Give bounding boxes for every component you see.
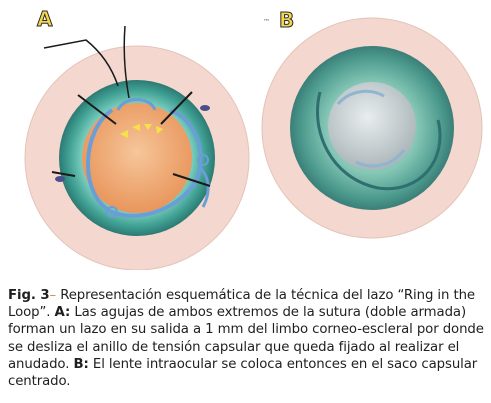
needle-a1	[77, 94, 117, 125]
caption-text-2: Las agujas de ambos extremos de la sutur…	[8, 305, 484, 372]
caption-dash: –	[49, 288, 57, 303]
figure-svg: A B ™	[24, 7, 483, 271]
suture-loop-a	[116, 98, 157, 111]
needle-a2	[160, 91, 193, 125]
thread-a2	[123, 25, 130, 99]
haptic-b1	[336, 89, 385, 106]
caption-a-label: A:	[54, 305, 71, 321]
panel-a: A	[24, 7, 250, 271]
lens-b	[328, 82, 416, 170]
eyelet-a1	[197, 154, 209, 166]
panel-b: B ™	[261, 8, 483, 239]
capsular-ring-b	[315, 91, 442, 191]
figure-illustration: A B ™	[24, 7, 483, 271]
panel-a-label: A	[37, 7, 53, 31]
capsular-ring-a	[86, 108, 203, 218]
pupil-a	[82, 103, 192, 213]
eyelet-a2	[106, 206, 118, 218]
tick-mark-a1	[55, 176, 65, 182]
needle-a3	[51, 171, 76, 177]
haptic-b2	[355, 149, 406, 168]
caption-fig-label: Fig. 3	[8, 288, 50, 303]
caption-text-1: Representación esquemática de la técnica…	[8, 288, 475, 321]
suture-tail-a	[198, 166, 210, 208]
needle-a4	[172, 173, 211, 187]
caption-text-3: El lente intraocular se coloca entonces …	[8, 356, 478, 390]
tick-mark-a2	[200, 105, 210, 111]
figure-caption: Fig. 3– Representación esquemática de la…	[8, 287, 486, 390]
arrow-marks-a	[120, 124, 163, 138]
caption-b-label: B:	[73, 356, 89, 372]
trademark-mark: ™	[263, 18, 270, 26]
panel-b-label: B	[279, 8, 294, 32]
thread-a1	[43, 39, 119, 87]
